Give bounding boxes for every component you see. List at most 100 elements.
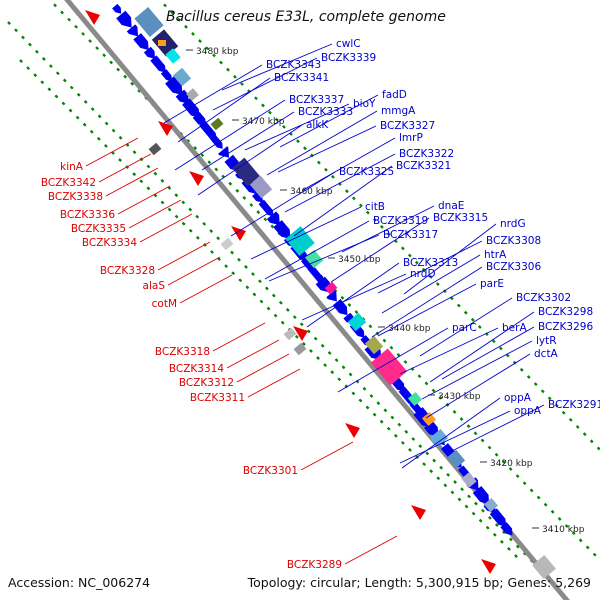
forward-gene-leader [230,171,336,237]
forward-gene-leader [197,124,303,196]
forward-gene-leader [381,254,481,314]
forward-gene-label: BCZK3333 [298,106,353,118]
forward-gene-leader [399,327,499,375]
reverse-gene-label: alaS [143,280,166,292]
forward-gene-arrow [273,220,291,239]
forward-gene-label: parC [452,322,477,334]
forward-gene-leader [451,404,545,452]
reverse-gene-arrow [158,121,173,136]
forward-gene-arrow [143,46,155,59]
forward-gene-label: BCZK3302 [516,292,571,304]
forward-gene-label: berA [502,322,527,334]
reverse-gene-label: BCZK3328 [100,265,155,277]
forward-gene-leader [163,64,263,124]
reverse-gene-label: BCZK3318 [155,346,210,358]
gene-feature-box [532,554,556,580]
forward-gene-arrow [199,120,217,141]
gene-feature-box [364,335,384,355]
forward-gene-leader [293,165,393,237]
forward-gene-leader [419,297,513,357]
forward-gene-arrow [307,264,325,284]
forward-gene-label: BCZK3308 [486,235,541,247]
forward-gene-label: BCZK3306 [486,261,541,273]
reverse-gene-label: BCZK3334 [82,237,137,249]
forward-gene-label: dnaE [438,200,464,212]
forward-gene-leader [250,206,362,260]
forward-gene-leader [377,283,477,337]
gc-dotted-line [158,0,600,452]
forward-gene-arrow [112,3,122,14]
reverse-gene-arrow [411,505,426,520]
forward-gene-label: nrdD [410,268,436,280]
forward-gene-label: BCZK3291 [548,399,600,411]
reverse-gene-label: BCZK3314 [169,363,224,375]
forward-gene-leader [266,110,378,176]
forward-gene-label: BCZK3296 [538,321,593,333]
reverse-gene-label: BCZK3312 [179,377,234,389]
forward-gene-label: BCZK3315 [433,212,488,224]
forward-gene-label: BCZK3313 [403,257,458,269]
forward-gene-label: nrdG [500,218,526,230]
forward-gene-arrow [326,290,337,302]
forward-gene-label: BCZK3341 [274,72,329,84]
forward-gene-leader [174,99,286,171]
gene-feature-box [148,142,162,156]
forward-gene-leader [201,111,295,171]
reverse-gene-label: cotM [152,298,177,310]
reverse-gene-arrow [481,559,496,574]
reverse-gene-leader [98,153,152,183]
forward-gene-arrow [160,69,172,82]
forward-gene-leader [302,137,396,191]
forward-gene-leader [277,125,377,173]
gene-feature-box [370,348,408,386]
gene-feature-box [324,281,338,295]
genome-title: Bacillus cereus E33L, complete genome [166,9,446,25]
reverse-gene-label: BCZK3311 [190,392,245,404]
reverse-gene-arrow [293,326,308,341]
forward-gene-leader [377,240,483,294]
reverse-gene-arrow [189,171,204,186]
forward-gene-leader [403,223,497,295]
forward-gene-leader [401,397,501,469]
reverse-gene-arrow [231,226,246,241]
forward-gene-label: BCZK3319 [373,215,428,227]
kbp-tick-label: 3440 kbp [388,324,431,334]
reverse-gene-label: kinA [60,161,84,173]
reverse-gene-leader [117,185,171,215]
forward-gene-arrow [392,377,405,392]
forward-gene-arrow [116,10,132,28]
gene-feature-box [210,117,224,131]
forward-gene-leader [268,234,380,282]
kbp-tick-label: 3480 kbp [196,47,239,57]
kbp-tick-label: 3470 kbp [242,117,285,127]
forward-gene-leader [301,273,407,321]
map-decoration [7,0,600,600]
gene-feature-box [186,88,199,101]
forward-gene-leader [399,410,511,464]
reverse-gene-label: BCZK3342 [41,177,96,189]
forward-gene-label: mmgA [381,105,416,117]
forward-gene-arrow [332,299,348,316]
gene-feature-box [347,312,367,332]
forward-gene-leader [441,326,535,380]
forward-gene-label: BCZK3298 [538,306,593,318]
forward-gene-leader [306,262,400,328]
forward-gene-leader [429,311,535,383]
gene-feature-box [172,67,192,87]
forward-gene-arrow [424,420,439,437]
gene-feature-box [165,48,181,64]
forward-gene-arrow [175,89,189,104]
accession-label: Accession: NC_006274 [8,575,151,590]
gene-feature-box [283,327,297,341]
kbp-tick-label: 3460 kbp [290,187,333,197]
gc-dotted-line [19,59,521,561]
gene-feature-box [293,342,307,356]
reverse-gene-leader [85,137,139,167]
forward-gene-leader [212,57,318,111]
topology-label: Topology: circular; Length: 5,300,915 bp… [247,575,591,590]
gene-feature-box [134,7,164,37]
forward-gene-label: BCZK3321 [396,160,451,172]
gc-dotted-line [7,21,561,591]
forward-gene-leader [330,217,430,283]
